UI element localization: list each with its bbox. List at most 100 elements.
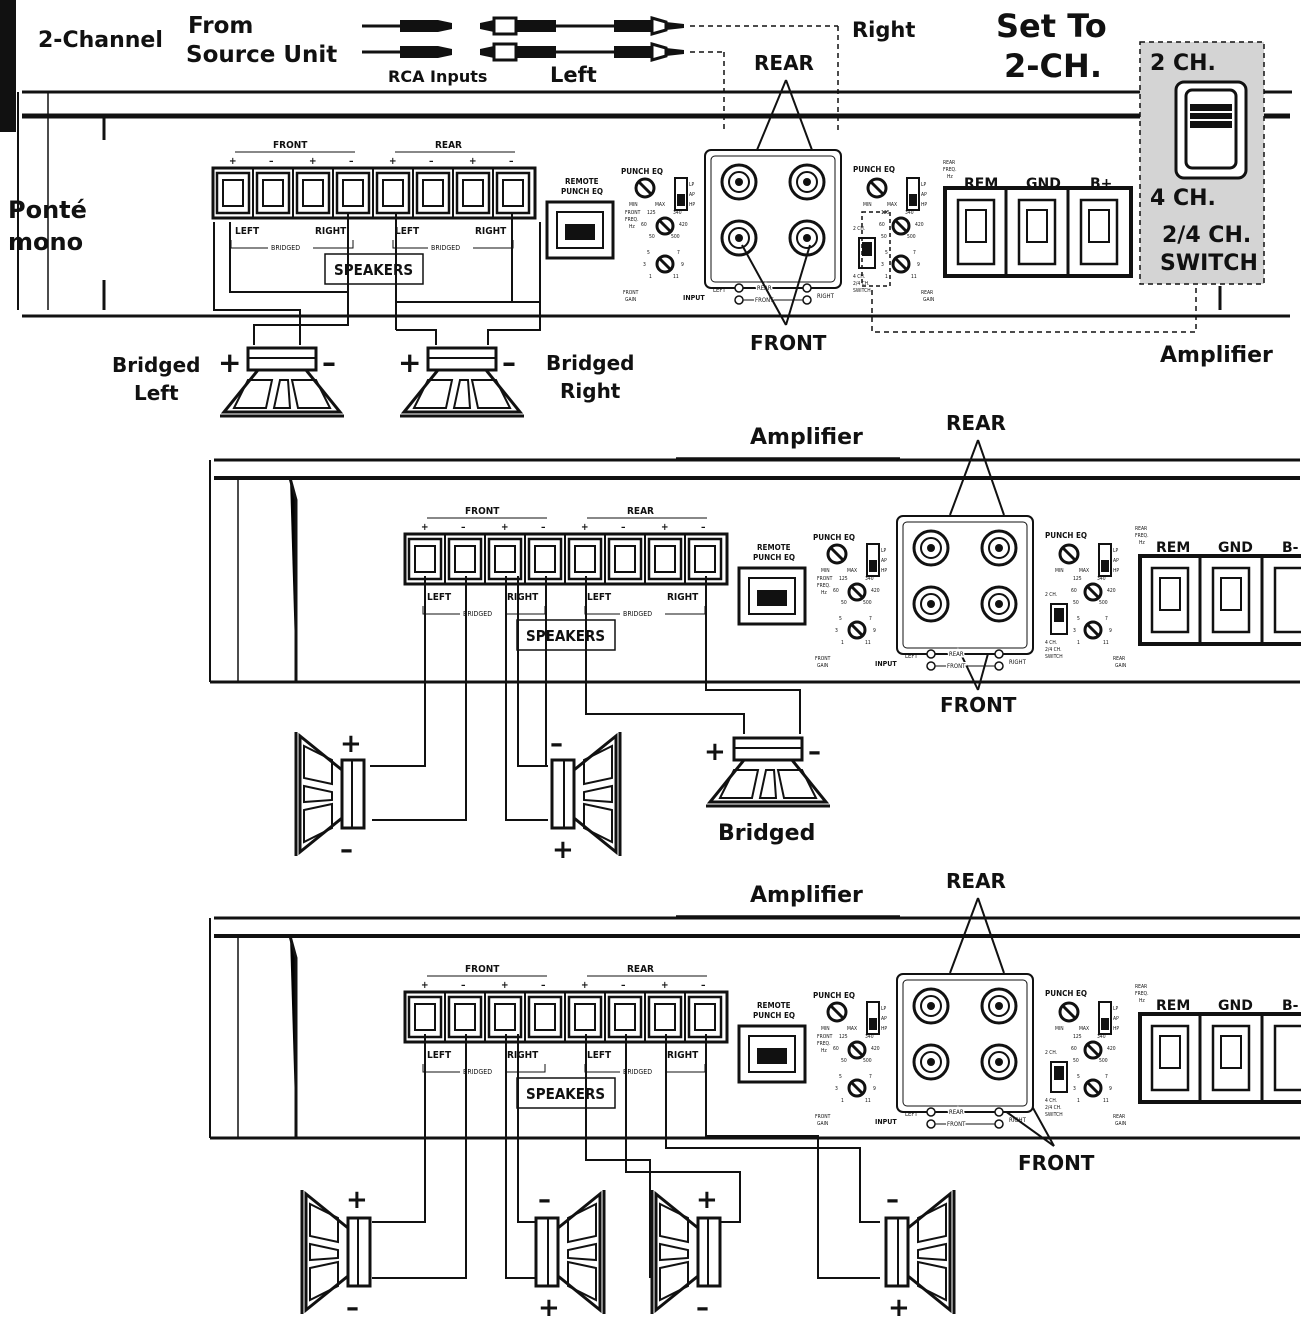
speaker-terminal[interactable] (415, 171, 451, 215)
svg-text:50: 50 (1073, 1058, 1079, 1064)
svg-text:SWITCH: SWITCH (1045, 1112, 1063, 1118)
bridged-right-label: Bridged (546, 351, 634, 375)
svg-text:7: 7 (913, 250, 916, 256)
switch-2ch-label: 2 CH. (1150, 51, 1216, 76)
svg-text:125: 125 (839, 576, 848, 582)
terminal-polarity: + (661, 522, 669, 533)
speaker-terminal[interactable] (447, 537, 483, 581)
speaker-terminal[interactable] (215, 171, 251, 215)
rca-jack[interactable] (980, 585, 1018, 623)
svg-text:4 CH.: 4 CH. (1045, 640, 1057, 646)
svg-text:500: 500 (863, 600, 872, 606)
plus-sign: + (704, 737, 726, 767)
rca-jack[interactable] (788, 219, 826, 257)
input-label: INPUT (683, 294, 705, 302)
speaker-terminal[interactable] (487, 537, 523, 581)
rca-cable-left (362, 42, 725, 132)
svg-text:9: 9 (681, 262, 684, 268)
speaker-terminal[interactable] (687, 995, 723, 1039)
bridged-label: BRIDGED (463, 1068, 492, 1076)
svg-text:1: 1 (1077, 1098, 1080, 1104)
svg-text:5: 5 (885, 250, 888, 256)
speaker-terminal[interactable] (495, 171, 531, 215)
speakers-label: SPEAKERS (526, 627, 605, 645)
speaker-terminal[interactable] (607, 537, 643, 581)
svg-text:AP: AP (921, 192, 927, 198)
svg-text:60: 60 (641, 222, 647, 228)
svg-text:420: 420 (679, 222, 688, 228)
terminal-polarity: – (541, 522, 546, 533)
rear-annotation: REAR (946, 411, 1006, 435)
switch-label-2: SWITCH (1160, 251, 1258, 276)
svg-text:7: 7 (1105, 1074, 1108, 1080)
rca-jack[interactable] (912, 529, 950, 567)
svg-text:9: 9 (873, 628, 876, 634)
rca-jack[interactable] (980, 987, 1018, 1025)
input-label: INPUT (875, 1118, 897, 1126)
svg-text:3: 3 (881, 262, 884, 268)
svg-text:5: 5 (839, 616, 842, 622)
speaker-terminal[interactable] (407, 537, 443, 581)
terminal-polarity: – (461, 522, 466, 533)
svg-text:FREQ.: FREQ. (817, 1041, 831, 1047)
rca-jack[interactable] (720, 219, 758, 257)
svg-text:MIN: MIN (821, 568, 830, 574)
rca-jack[interactable] (912, 1043, 950, 1081)
svg-text:LP: LP (921, 182, 927, 188)
speaker-terminal[interactable] (375, 171, 411, 215)
speaker-terminal[interactable] (567, 537, 603, 581)
rca-jack[interactable] (720, 163, 758, 201)
bottom-diagram: Amplifier REAR FRONT FRONT REAR LEFT RIG… (209, 869, 1301, 1323)
minus-sign: – (322, 346, 336, 379)
svg-text:3: 3 (835, 1086, 838, 1092)
left-label: LEFT (395, 226, 420, 237)
svg-text:PUNCH EQ: PUNCH EQ (853, 165, 895, 174)
left-cable-label: Left (550, 63, 597, 87)
speaker-terminal[interactable] (527, 537, 563, 581)
rca-jack[interactable] (912, 987, 950, 1025)
speaker-terminal[interactable] (527, 995, 563, 1039)
svg-text:FREQ.: FREQ. (817, 583, 831, 589)
speaker-terminal[interactable] (647, 537, 683, 581)
left-label: LEFT (587, 592, 612, 603)
svg-text:REAR: REAR (1113, 1114, 1125, 1120)
svg-text:FRONT: FRONT (947, 663, 966, 670)
speaker-terminal[interactable] (295, 171, 331, 215)
speaker-terminal[interactable] (567, 995, 603, 1039)
speaker-terminal[interactable] (455, 171, 491, 215)
power-terminals: REM GND B- (1138, 998, 1301, 1104)
speaker-terminal[interactable] (407, 995, 443, 1039)
right-label: RIGHT (667, 1050, 699, 1061)
speaker-terminal[interactable] (447, 995, 483, 1039)
speaker-terminal[interactable] (607, 995, 643, 1039)
speaker-terminal[interactable] (687, 537, 723, 581)
svg-text:5: 5 (647, 250, 650, 256)
svg-text:7: 7 (869, 1074, 872, 1080)
svg-text:9: 9 (1109, 628, 1112, 634)
speaker-terminal[interactable] (647, 995, 683, 1039)
svg-text:420: 420 (915, 222, 924, 228)
svg-text:HP: HP (689, 202, 695, 208)
rca-jack[interactable] (912, 585, 950, 623)
rca-jack[interactable] (980, 1043, 1018, 1081)
svg-text:REAR: REAR (949, 651, 964, 658)
speaker-terminal[interactable] (255, 171, 291, 215)
rear-group-label: REAR (627, 964, 654, 975)
speakers-label: SPEAKERS (526, 1085, 605, 1103)
rca-jack[interactable] (788, 163, 826, 201)
svg-text:11: 11 (1103, 640, 1109, 646)
bplus-label: B- (1282, 540, 1299, 556)
svg-text:Hz: Hz (629, 224, 635, 230)
svg-text:FRONT: FRONT (947, 1121, 966, 1128)
svg-text:LP: LP (881, 548, 887, 554)
gnd-label: GND (1026, 176, 1061, 192)
rca-jack[interactable] (980, 529, 1018, 567)
speaker-terminal[interactable] (487, 995, 523, 1039)
speaker-terminal[interactable] (335, 171, 371, 215)
svg-text:MAX: MAX (847, 1026, 857, 1032)
amp-controls: FRONT REAR LEFT RIGHT LEFT RIGHT BRIDGED… (211, 140, 957, 306)
bridged-left-label: Bridged (112, 353, 200, 377)
amp-controls: FRONT REAR LEFT RIGHT LEFT RIGHT BRIDGED… (403, 964, 1149, 1130)
svg-text:1: 1 (885, 274, 888, 280)
